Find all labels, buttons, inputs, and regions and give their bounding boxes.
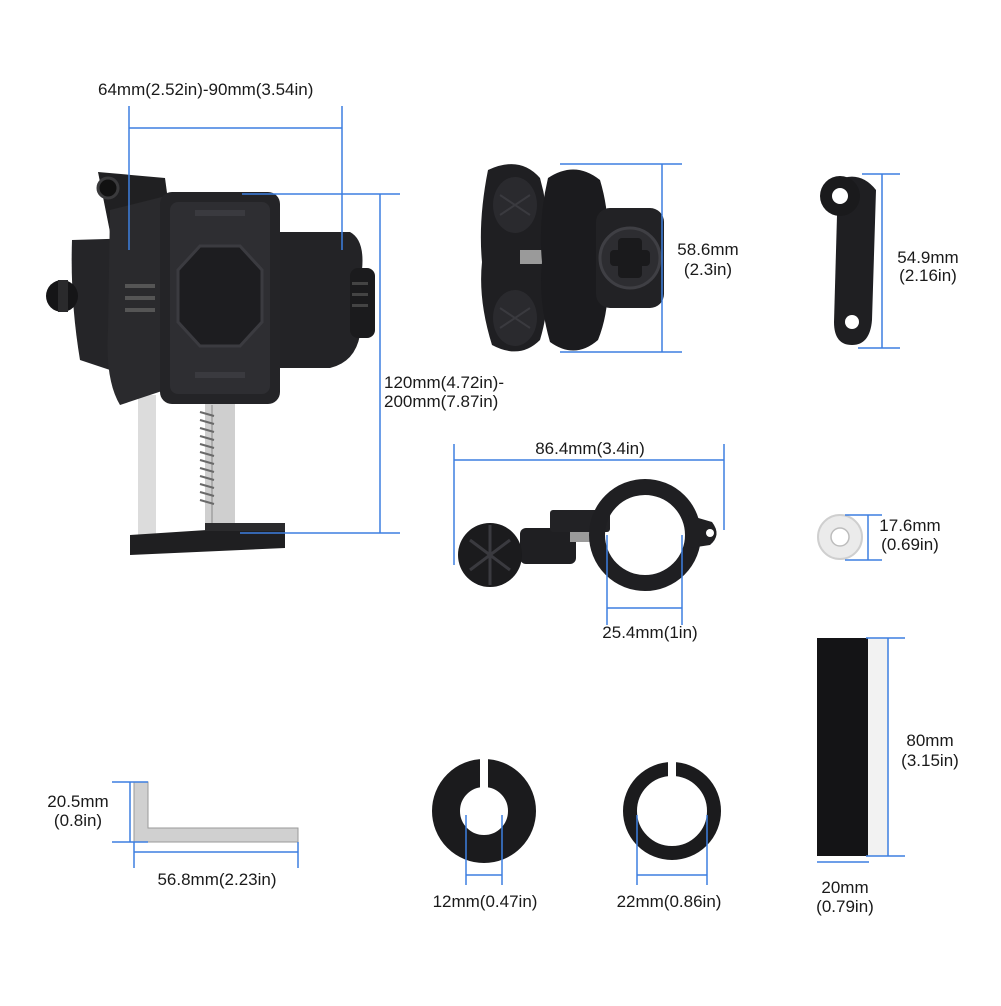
pad-height-label-line1: 80mm [906,731,954,750]
ball-arm-dimension [560,163,682,353]
ball-arm-label-line1: 58.6mm [677,240,739,259]
small-spacer-dimension [465,815,503,885]
hex-key-length-label: 56.8mm(2.23in) [157,870,277,889]
clamp-ear [688,515,717,548]
ball-arm-part [480,164,664,352]
clamp-bore-label: 25.4mm(1in) [602,623,698,642]
pad-width-label-line1: 20mm [821,878,869,897]
hex-screw-icon [96,176,120,200]
holder-octagon-emblem [176,244,264,348]
holder-height-dimension [240,193,400,534]
clamp-width-label: 86.4mm(3.4in) [535,439,645,458]
small-spacer-part [432,758,536,863]
wrench-dimension [858,173,900,349]
holder-rod [138,395,156,535]
holder-scale-plate [205,395,235,535]
holder-height-label-line1: 120mm(4.72in)- [384,373,504,392]
ball-arm-right-half [540,169,608,351]
rubber-pad-part [817,638,888,856]
small-spacer-label: 12mm(0.47in) [432,892,538,911]
large-spacer-label: 22mm(0.86in) [616,892,722,911]
hex-key-height-dimension [112,781,148,843]
pad-width-label-line2: (0.79in) [816,897,874,916]
wrench-body [834,176,876,345]
hex-key-height-label-line1: 20.5mm [47,792,109,811]
wrench-part [820,176,876,345]
hex-key-height-label-line2: (0.8in) [53,811,103,830]
clamp-neck [520,528,576,564]
clamp-width-dimension [453,444,725,565]
holder-right-arm [270,232,363,368]
wrench-hole [845,315,859,329]
phone-holder-part [46,172,375,555]
holder-width-dimension [128,106,343,250]
pad-height-dimension [866,637,905,857]
hex-key-length-dimension [133,842,299,868]
large-spacer-dimension [636,815,708,885]
holder-spring [199,411,215,505]
holder-width-label: 64mm(2.52in)-90mm(3.54in) [98,80,314,99]
large-spacer-part [623,760,721,860]
washer-part [817,514,863,560]
hex-key-part [133,781,299,843]
clamp-bore-dimension [606,535,683,625]
pad-height-label-line2: (3.15in) [901,751,959,770]
holder-right-grip [350,268,375,338]
washer-dimension [845,514,882,561]
handlebar-clamp-part [458,479,717,591]
clamp-ring [589,479,701,591]
holder-height-label-line2: 200mm(7.87in) [384,392,499,411]
washer-label-line1: 17.6mm [879,516,941,535]
wrench-label-line2: (2.16in) [899,266,957,285]
washer-label-line2: (0.69in) [881,535,939,554]
wrench-label-line1: 54.9mm [897,248,959,267]
ball-arm-label-line2: (2.3in) [683,260,733,279]
